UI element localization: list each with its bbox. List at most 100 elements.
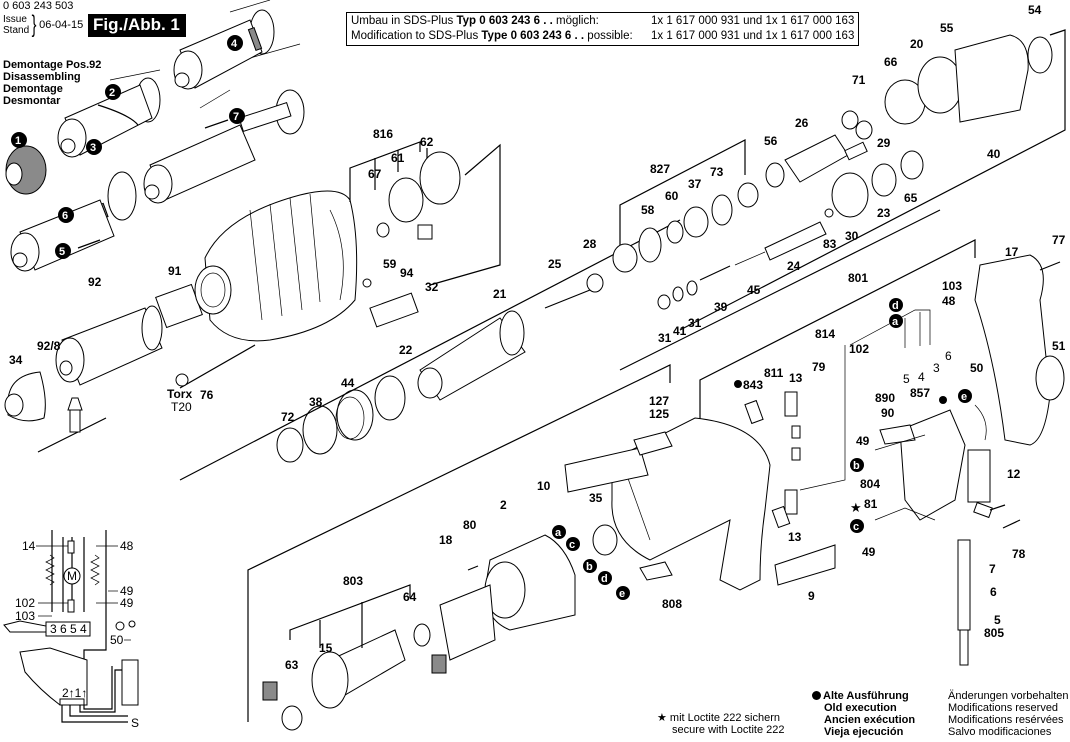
chuck-step-2-illustration <box>57 69 161 158</box>
modification-type: Type 0 603 243 6 . . <box>481 30 585 42</box>
part-label: 25 <box>548 257 562 271</box>
part-label: 92/8 <box>37 339 61 353</box>
legend-line: Modifications reserved <box>948 702 1059 714</box>
figure-label: Fig./Abb. 1 <box>88 14 186 37</box>
loctite-note: ★ mit Loctite 222 sichern secure with Lo… <box>657 712 785 736</box>
brush-clip <box>771 505 791 529</box>
connector-marker-a: a <box>552 525 566 539</box>
chuck-step-7-illustration <box>143 89 305 204</box>
part-label: 67 <box>368 167 382 181</box>
connector-marker-e: e <box>616 586 630 600</box>
legend-line: Vieja ejecución <box>824 726 904 738</box>
rotate-arrow-icon <box>97 104 139 126</box>
schematic-label: 50 <box>110 633 124 647</box>
svg-text:a: a <box>892 316 899 328</box>
part-label: 45 <box>747 283 761 297</box>
step-6-marker: 6 <box>58 207 74 223</box>
part-label: 77 <box>1052 233 1066 247</box>
part-35-bearing <box>592 524 618 556</box>
document-number: 0 603 243 503 <box>3 0 74 12</box>
loctite-star-icon: ★ <box>850 500 862 515</box>
connector-marker-c: c <box>850 519 864 533</box>
part-23-gear <box>871 163 897 197</box>
loctite-line: ★ mit Loctite 222 sichern <box>657 712 785 724</box>
part-label: 91 <box>168 264 182 278</box>
old-execution-legend: Alte Ausführung Old execution Ancien exé… <box>812 690 915 738</box>
modifications-reserved-legend: Änderungen vorbehalten Modifications res… <box>948 690 1068 738</box>
part-label: 49 <box>856 434 870 448</box>
group-803-bracket <box>289 584 411 640</box>
modification-parts: 1x 1 617 000 931 und 1x 1 617 000 163 <box>651 30 855 42</box>
terminal-block-label: 6 <box>60 622 67 636</box>
supply-symbol: S <box>131 716 139 730</box>
part-label: 808 <box>662 597 682 611</box>
part-label: 55 <box>940 21 954 35</box>
part-65-bearing <box>900 150 924 180</box>
wiring-schematic: M 14 48 49 49 102 103 3 6 5 4 50 2↑1↑ S <box>3 530 139 730</box>
chuck-key <box>37 397 107 453</box>
part-label: 827 <box>650 162 670 176</box>
label-808 <box>639 561 673 581</box>
step-5-marker: 5 <box>55 243 71 259</box>
part-28 <box>586 273 604 293</box>
part-label: 23 <box>877 206 891 220</box>
issue-block: Issue Stand } 06-04-15 <box>3 11 83 38</box>
part-label: 857 <box>910 386 930 400</box>
switch-terminals: 2↑1↑ <box>62 686 87 700</box>
svg-text:2: 2 <box>109 87 115 99</box>
bullet-icon <box>812 691 821 700</box>
part-label: 78 <box>1012 547 1026 561</box>
part-label: 7 <box>989 562 996 576</box>
legend-line: Modifications resérvées <box>948 714 1064 726</box>
part-44-spring <box>336 389 374 441</box>
part-label: 81 <box>864 497 878 511</box>
part-label: 35 <box>589 491 603 505</box>
pull-arrow-icon <box>77 239 101 249</box>
cord-protector-805 <box>959 629 969 666</box>
part-label: 49 <box>862 545 876 559</box>
disassembly-line: Demontage <box>3 83 63 95</box>
terminal-label: 4 <box>918 370 925 384</box>
legend-line: Old execution <box>824 702 897 714</box>
modification-row-de: Umbau in SDS-Plus Typ 0 603 243 6 . . mö… <box>351 14 854 29</box>
part-60 <box>666 220 684 244</box>
part-label: 72 <box>281 410 295 424</box>
group-801-bracket <box>699 239 976 420</box>
disassembly-note: Demontage Pos.92 Disassembling Demontage… <box>3 59 101 107</box>
loctite-line: secure with Loctite 222 <box>672 724 785 736</box>
part-label: 9 <box>808 589 815 603</box>
svg-text:c: c <box>569 539 575 551</box>
cable-50 <box>974 404 987 441</box>
modification-text: Umbau in SDS-Plus Typ 0 603 243 6 . . mö… <box>351 14 651 29</box>
grease-icon <box>431 654 447 674</box>
switch-trigger-90 <box>879 424 916 445</box>
brace-icon: } <box>31 11 37 38</box>
modification-row-en: Modification to SDS-Plus Type 0 603 243 … <box>351 29 854 44</box>
issue-labels: Issue Stand <box>3 14 29 36</box>
part-label: 10 <box>537 479 551 493</box>
modification-suffix: möglich: <box>552 15 599 27</box>
modification-box: Umbau in SDS-Plus Typ 0 603 243 6 . . mö… <box>346 12 860 46</box>
switch-symbol <box>19 647 88 706</box>
step-4-marker: 4 <box>227 35 243 51</box>
chuck-step-4-illustration <box>173 0 301 90</box>
part-label: 125 <box>649 407 669 421</box>
ground-icon <box>115 621 125 631</box>
svg-text:e: e <box>961 391 967 403</box>
modification-prefix: Umbau in SDS-Plus <box>351 15 457 27</box>
part-label: 24 <box>787 259 801 273</box>
part-20 <box>917 56 963 114</box>
part-827-sleeve <box>612 243 638 273</box>
svg-text:5: 5 <box>59 246 65 258</box>
part-843 <box>744 399 764 425</box>
part-61 <box>388 177 424 223</box>
part-22-gear <box>374 375 406 421</box>
torx-icon <box>175 373 189 387</box>
gear-housing <box>194 190 358 342</box>
legend-line: Änderungen vorbehalten <box>948 690 1069 702</box>
part-31-washer <box>657 294 671 310</box>
svg-text:c: c <box>853 521 859 533</box>
modification-type: Typ 0 603 243 6 . . <box>456 15 553 27</box>
part-label: 29 <box>877 136 891 150</box>
